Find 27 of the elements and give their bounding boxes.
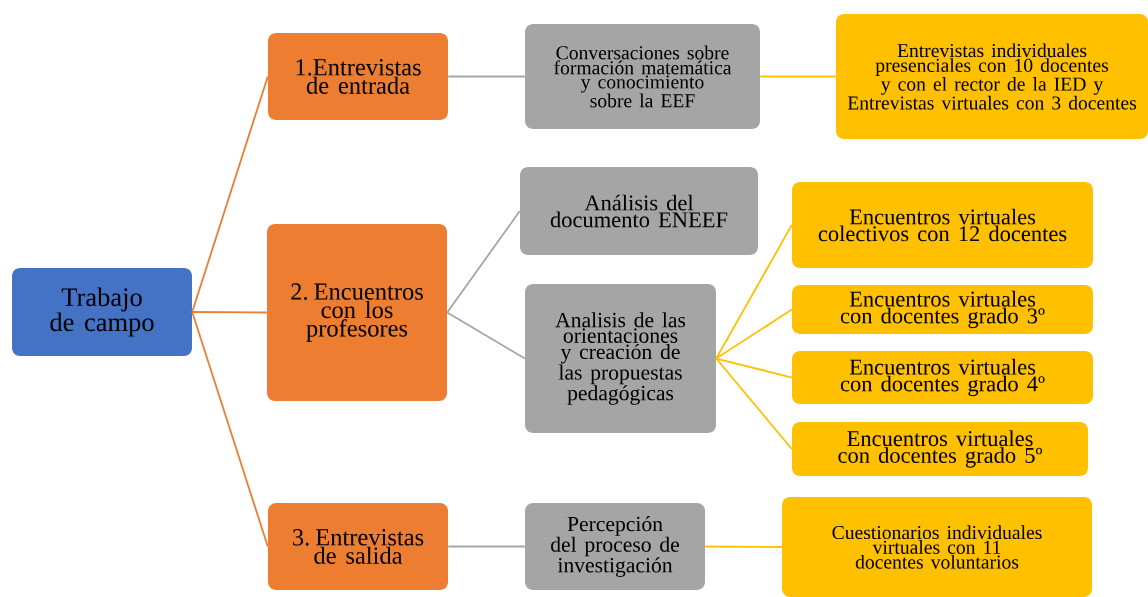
connector-line — [191, 311, 268, 314]
detail-box: Encuentros virtuales con docentes grado 4º — [792, 351, 1093, 404]
activity-box: Percepción del proceso de investigación — [525, 503, 705, 590]
activity-box: Conversaciones sobre formación matemática y conocimiento sobre la EEF — [525, 24, 760, 129]
connector-line — [191, 75, 269, 313]
connector-line — [715, 308, 793, 360]
detail-box: Encuentros virtuales colectivos con 12 docentes — [792, 182, 1093, 268]
activity-box: Análisis del documento ENEEF — [520, 167, 758, 255]
connector-line — [759, 75, 837, 78]
phase-box: 2. Encuentros con los profesores — [267, 224, 447, 401]
activity-box: Analisis de las orientaciones y creación de las propuestas pedagógicas — [525, 284, 716, 433]
connector-line — [704, 545, 783, 548]
detail-box: Cuestionarios individuales virtuales con 11 docentes voluntarios — [782, 497, 1092, 597]
detail-box: Encuentros virtuales con docentes grado 5º — [792, 422, 1088, 476]
connector-line — [447, 545, 526, 548]
connector-line — [715, 357, 793, 450]
connector-line — [715, 357, 793, 379]
phase-box: 3. Entrevistas de salida — [268, 503, 448, 590]
connector-line — [191, 311, 269, 548]
connector-line — [447, 75, 526, 78]
phase-box: 1.Entrevistas de entrada — [268, 33, 448, 120]
category-box: Trabajo de campo — [12, 268, 192, 356]
connector-line — [715, 224, 793, 360]
connector-line — [446, 311, 526, 360]
detail-box: Encuentros virtuales con docentes grado 3º — [792, 285, 1093, 334]
detail-box: Entrevistas individuales presenciales con 10 docentes y con el rector de la IED y Entrevistas virtuales con 3 docentes — [836, 14, 1148, 139]
connector-line — [446, 210, 521, 314]
